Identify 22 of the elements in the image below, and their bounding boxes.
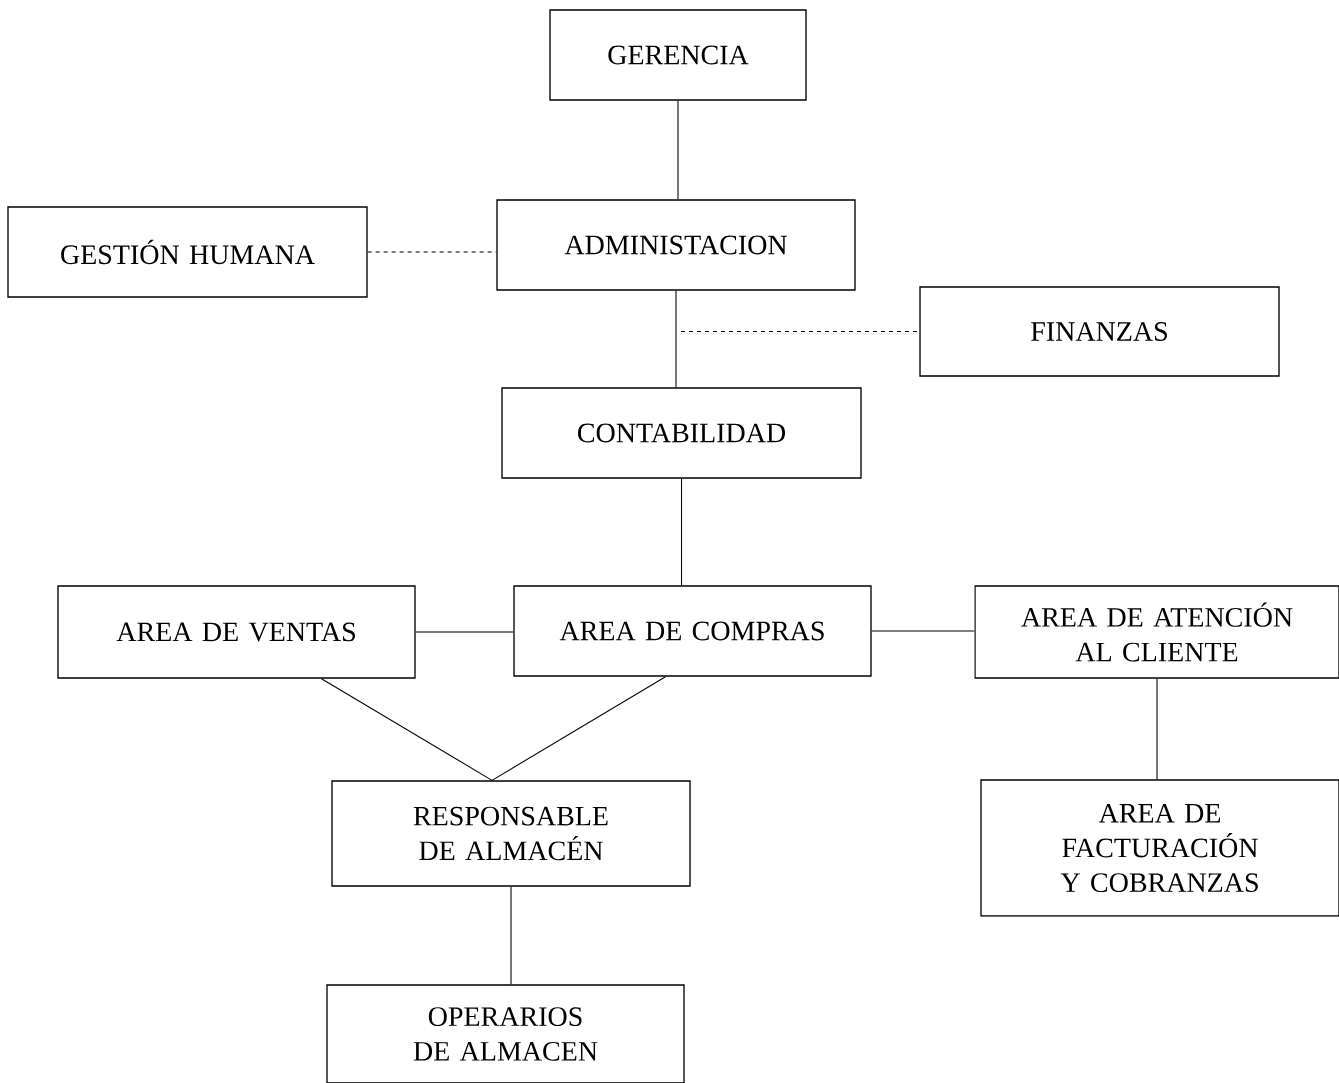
connector-line (1156, 678, 1158, 780)
connector-line (677, 100, 679, 200)
connector-line (680, 478, 683, 586)
connector-line (510, 886, 512, 985)
org-box: ADMINISTACION (496, 199, 856, 291)
org-box: CONTABILIDAD (501, 387, 862, 479)
org-box: AREA DE FACTURACIÓN Y COBRANZAS (980, 779, 1339, 917)
connector-line (871, 630, 975, 632)
org-box: GESTIÓN HUMANA (7, 206, 368, 298)
connector-line (415, 631, 514, 633)
connector-line (320, 678, 493, 781)
org-box: FINANZAS (919, 286, 1280, 377)
connector-line (491, 676, 667, 781)
connector-line (367, 251, 497, 253)
connector-line (675, 290, 677, 388)
org-box: RESPONSABLE DE ALMACÉN (331, 780, 691, 887)
org-box: OPERARIOS DE ALMACEN (326, 984, 685, 1083)
org-box: AREA DE COMPRAS (513, 585, 872, 677)
org-box: GERENCIA (549, 9, 807, 101)
org-box: AREA DE ATENCIÓN AL CLIENTE (974, 585, 1339, 679)
connector-line (680, 330, 920, 333)
org-box: AREA DE VENTAS (57, 585, 416, 679)
